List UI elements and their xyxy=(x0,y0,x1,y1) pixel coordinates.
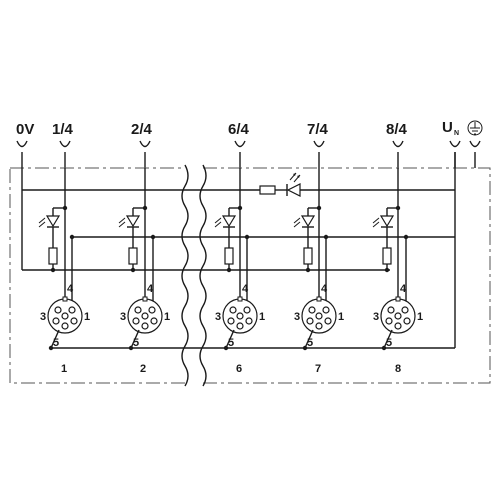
m12-connector-icon xyxy=(47,296,83,334)
pin-label-5: 5 xyxy=(307,337,313,349)
terminal-fork-icon xyxy=(392,140,404,168)
supply-label-sub: N xyxy=(454,130,459,137)
terminal-label-0v: 0V xyxy=(16,121,34,138)
resistor-icon xyxy=(224,247,234,265)
resistor-icon xyxy=(303,247,313,265)
led-icon xyxy=(293,208,316,228)
resistor-icon xyxy=(259,185,276,195)
terminal-label-6-4: 6/4 xyxy=(228,121,250,138)
channel-5: 4 3 1 5 xyxy=(372,168,423,351)
led-icon xyxy=(372,208,395,228)
channel-3: 4 3 1 5 xyxy=(214,168,265,351)
resistor-icon xyxy=(382,247,392,265)
enclosure-border xyxy=(9,164,491,387)
pin-label-4: 4 xyxy=(400,283,407,295)
protective-earth-icon xyxy=(467,120,483,136)
pin-label-3: 3 xyxy=(40,311,46,323)
led-icon xyxy=(38,208,61,228)
terminal-label-2-4: 2/4 xyxy=(131,121,153,138)
pin-label-3: 3 xyxy=(215,311,221,323)
terminal-label-1-4: 1/4 xyxy=(52,121,74,138)
channel-2: 4 3 1 5 xyxy=(118,168,170,351)
pin-label-4: 4 xyxy=(321,283,328,295)
pin-label-3: 3 xyxy=(120,311,126,323)
pin-label-1: 1 xyxy=(338,311,344,323)
pin-label-5: 5 xyxy=(133,337,139,349)
pin-label-1: 1 xyxy=(84,311,90,323)
pin-label-1: 1 xyxy=(417,311,423,323)
resistor-icon xyxy=(48,247,58,265)
terminal-fork-icon xyxy=(469,140,481,148)
pin-label-5: 5 xyxy=(386,337,392,349)
pin-label-1: 1 xyxy=(164,311,170,323)
channel-number-7: 7 xyxy=(315,363,321,375)
led-icon xyxy=(286,172,301,197)
channel-1: 4 3 1 5 xyxy=(38,168,90,351)
channels: 4 3 1 5 4 3 1 5 4 3 1 5 4 3 1 5 4 3 1 5 xyxy=(38,168,423,351)
terminal-fork-icon xyxy=(234,140,246,168)
led-icon xyxy=(118,208,141,228)
pin-label-5: 5 xyxy=(53,337,59,349)
m12-connector-icon xyxy=(301,296,337,334)
m12-connector-icon xyxy=(222,296,258,334)
pin-label-1: 1 xyxy=(259,311,265,323)
supply-indicator xyxy=(259,172,301,197)
terminal-fork-icon xyxy=(313,140,325,168)
channel-number-6: 6 xyxy=(236,363,242,375)
pin-label-3: 3 xyxy=(294,311,300,323)
channel-number-1: 1 xyxy=(61,363,67,375)
channel-number-8: 8 xyxy=(395,363,401,375)
supply-label-main: U xyxy=(442,119,453,136)
channel-number-2: 2 xyxy=(140,363,146,375)
terminal-label-7-4: 7/4 xyxy=(307,121,329,138)
pin-label-3: 3 xyxy=(373,311,379,323)
terminal-fork-icon xyxy=(16,140,28,148)
terminal-fork-icon xyxy=(59,140,71,168)
pin-label-4: 4 xyxy=(147,283,154,295)
terminal-fork-icon xyxy=(139,140,151,168)
pin-label-4: 4 xyxy=(242,283,249,295)
pin-label-4: 4 xyxy=(67,283,74,295)
resistor-icon xyxy=(128,247,138,265)
led-icon xyxy=(214,208,237,228)
pin-label-5: 5 xyxy=(228,337,234,349)
terminal-label-8-4: 8/4 xyxy=(386,121,408,138)
wiring xyxy=(21,152,476,349)
supply-label-un: U N xyxy=(442,119,459,137)
m12-connector-icon xyxy=(380,296,416,334)
m12-connector-icon xyxy=(127,296,163,334)
terminal-forks xyxy=(16,140,481,168)
channel-4: 4 3 1 5 xyxy=(293,168,344,351)
